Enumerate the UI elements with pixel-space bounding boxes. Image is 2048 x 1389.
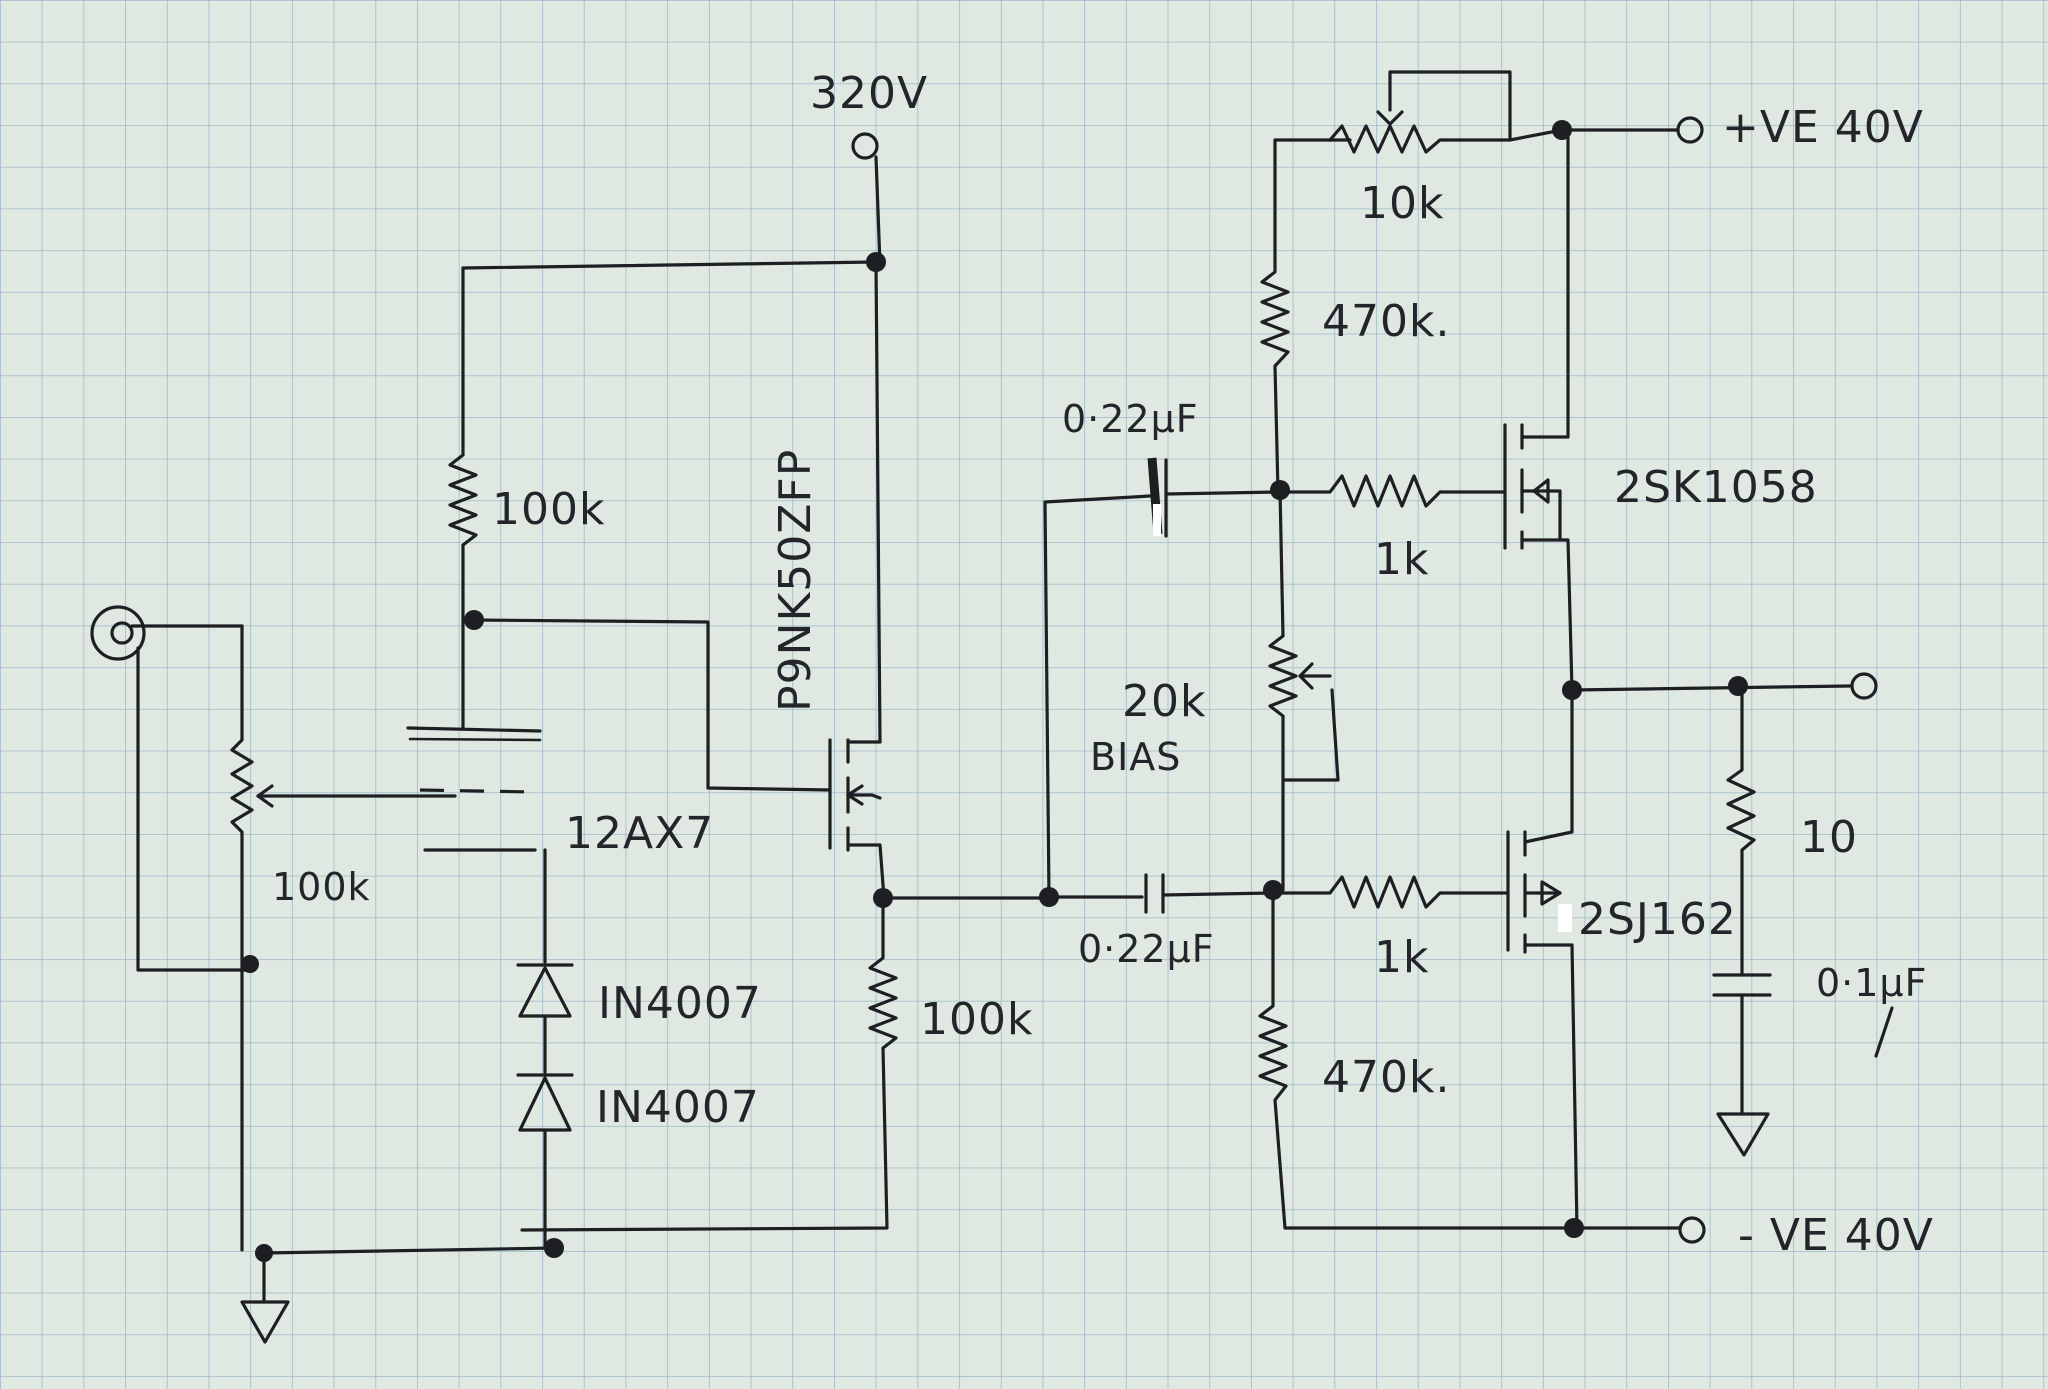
label-r470-bot: 470k. [1322, 1052, 1450, 1103]
supply-320v [851, 132, 886, 744]
label-cap-top: 0·22μF [1062, 397, 1199, 441]
rail-positive [1508, 116, 1704, 144]
label-r-source: 100k [920, 994, 1033, 1045]
input-jack [90, 605, 254, 972]
rail-negative [1564, 1216, 1706, 1244]
label-diode-1: IN4007 [598, 978, 762, 1029]
bias-ladder [1258, 138, 1577, 1230]
label-r470-top: 470k. [1322, 296, 1450, 347]
label-n-mosfet: 2SK1058 [1614, 462, 1818, 513]
p-mosfet [1506, 688, 1579, 1232]
gate-resistors [1271, 474, 1508, 909]
label-nve: - VE 40V [1738, 1210, 1934, 1261]
label-zobel-c: 0·1μF [1816, 961, 1927, 1005]
label-320v: 320V [810, 68, 928, 119]
label-pve: +VE 40V [1722, 102, 1924, 153]
label-bias-value: 20k [1122, 676, 1206, 727]
label-r-volume: 100k [272, 865, 371, 909]
mosfet-hv [828, 738, 886, 900]
label-diode-2: IN4007 [596, 1082, 760, 1133]
label-trim-10k: 10k [1360, 178, 1444, 229]
label-tube: 12AX7 [565, 808, 714, 859]
label-bias-word: BIAS [1090, 735, 1181, 779]
ground-left [240, 1244, 557, 1344]
tube-12ax7 [406, 726, 542, 852]
label-r-gate-bot: 1k [1374, 932, 1429, 983]
volume-pot [230, 624, 457, 1252]
trim-pot-10k [1328, 70, 1512, 154]
label-zobel-r: 10 [1800, 812, 1858, 863]
anode-network [448, 260, 878, 792]
source-resistor [520, 888, 1052, 1232]
label-r-anode: 100k [492, 484, 605, 535]
label-p-mosfet: 2SJ162 [1578, 894, 1737, 945]
label-cap-bot: 0·22μF [1078, 927, 1215, 971]
label-p9nk50zfp: P9NK50ZFP [770, 449, 821, 712]
zobel-network [1712, 684, 1894, 1157]
coupling-caps [1039, 457, 1282, 914]
output-node [1562, 672, 1878, 700]
n-mosfet [1503, 128, 1574, 692]
label-r-gate-top: 1k [1374, 534, 1429, 585]
